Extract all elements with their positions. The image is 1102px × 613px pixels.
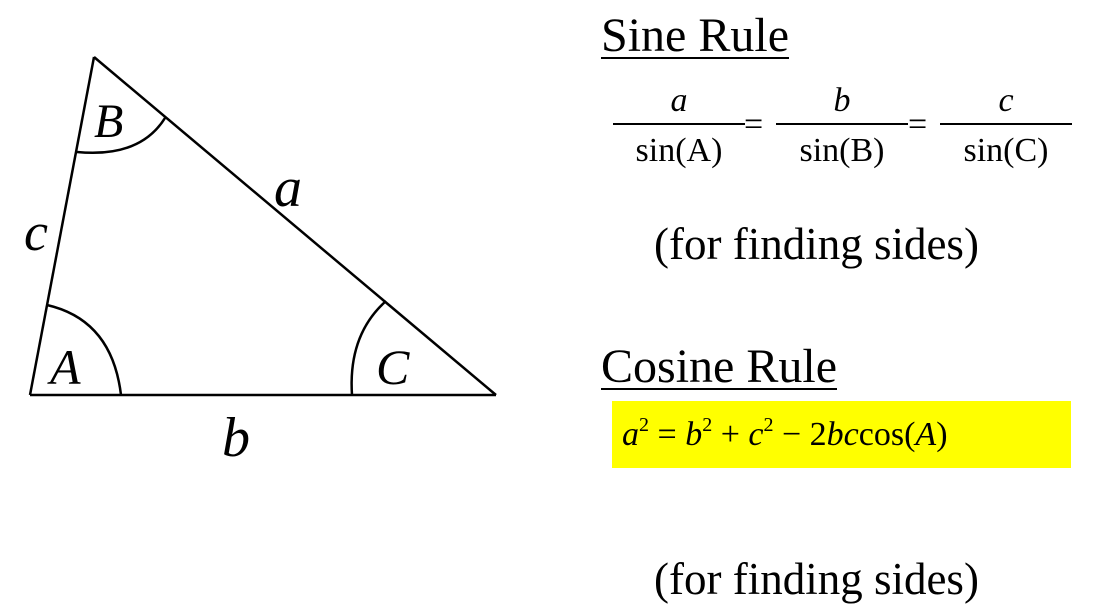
angle-B-arc	[76, 117, 167, 154]
side-b-label: b	[222, 407, 250, 469]
side-a-line	[93, 56, 497, 396]
fraction-numerator: a	[670, 82, 688, 119]
fraction-denominator: sin(B)	[799, 132, 885, 169]
formula-equals: =	[649, 416, 686, 453]
fraction-bar	[613, 123, 745, 125]
sine-fraction-b: b sin(B)	[776, 81, 908, 171]
formula-minus-two: − 2	[773, 416, 827, 453]
angle-A-arc	[46, 303, 123, 396]
angle-C-arc	[350, 300, 387, 396]
triangle-diagram: B a c A C b	[24, 56, 497, 469]
formula-cos: cos(	[858, 416, 916, 453]
formula-angle: A	[915, 416, 937, 453]
fraction-denominator: sin(A)	[635, 132, 723, 169]
side-a-label: a	[274, 157, 302, 219]
cosine-rule-note: (for finding sides)	[654, 554, 979, 604]
equals-sign: =	[908, 106, 928, 143]
formula-var-b: b	[685, 416, 703, 453]
fraction-numerator: c	[998, 82, 1014, 119]
cosine-rule-heading: Cosine Rule	[601, 340, 837, 393]
side-c-label: c	[24, 202, 48, 262]
angle-A-label: A	[47, 339, 81, 395]
formula-var-c: c	[748, 416, 764, 453]
formula-var-a: a	[622, 416, 639, 453]
fraction-numerator: b	[833, 82, 851, 119]
side-c-line	[28, 56, 96, 396]
angle-C-label: C	[376, 339, 410, 395]
formula-plus: +	[712, 416, 749, 453]
angle-B-label: B	[94, 95, 123, 148]
formula-exponent: 2	[763, 414, 774, 436]
fraction-denominator: sin(C)	[963, 132, 1049, 169]
cosine-rule-formula: a2 = b2 + c2 − 2bccos(A)	[612, 401, 1071, 468]
formula-exponent: 2	[639, 414, 649, 436]
formula-var-bc: bc	[826, 416, 859, 453]
sine-fraction-a: a sin(A)	[613, 81, 745, 171]
sine-rule-heading: Sine Rule	[601, 9, 789, 62]
formula-exponent: 2	[702, 414, 713, 436]
fraction-bar	[940, 123, 1072, 125]
sine-fraction-c: c sin(C)	[940, 81, 1072, 171]
fraction-bar	[776, 123, 908, 125]
sine-rule-note: (for finding sides)	[654, 219, 979, 269]
equals-sign: =	[744, 106, 764, 143]
formula-close-paren: )	[936, 416, 948, 453]
